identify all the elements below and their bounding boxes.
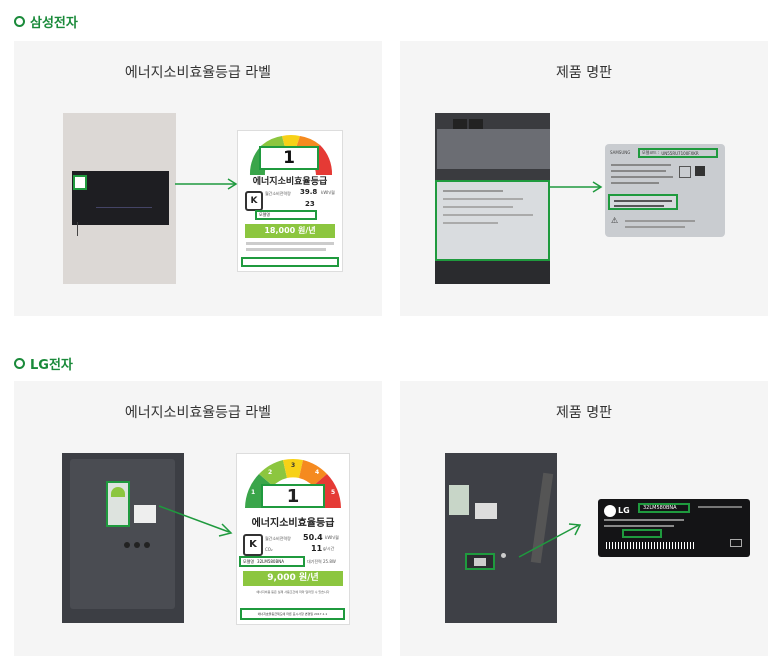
tv-body — [72, 171, 169, 225]
model-code-label: 모델코드 : — [642, 150, 660, 155]
energy-label-card: 1 에너지소비효율등급 K 월간소비전력량 39.8 kWh/월 23 모델명 … — [237, 130, 343, 272]
arrow-icon — [518, 523, 582, 558]
section-title-lg: LG전자 — [14, 354, 73, 373]
arrow-icon — [158, 505, 233, 537]
model-name-label: 모델명 — [243, 559, 255, 564]
annual-cost-bar: 9,000 원/년 — [243, 571, 343, 586]
grade-number-5: 5 — [331, 489, 336, 496]
kc-mark-icon: K — [245, 191, 263, 211]
row1-label: 월간소비전력량 — [265, 536, 291, 541]
panel-title: 에너지소비효율등급 라벨 — [124, 65, 272, 81]
lg-logo-icon — [604, 505, 616, 517]
model-code-value: UN55RU7100FXKR — [661, 150, 699, 156]
panel-lg-product-plate: 제품 명판 LG 32LM580BNA — [400, 381, 768, 656]
label-heading: 에너지소비효율등급 — [252, 177, 328, 187]
section-title-text: 삼성전자 — [30, 16, 78, 31]
product-plate-card: LG 32LM580BNA — [598, 499, 750, 557]
row1-value: 39.8 — [300, 188, 318, 196]
qr-code-icon — [695, 166, 705, 176]
model-code-box: 32LM580BNA — [638, 503, 690, 513]
grade-number-2: 2 — [268, 469, 273, 476]
certification-icon — [679, 166, 691, 178]
energy-label-card: 1 2 3 4 5 1 에너지소비효율등급 K 월간소비전력량 50.4 kWh… — [236, 453, 350, 625]
row2-value: 11 — [311, 544, 323, 553]
grade-number-3: 3 — [291, 462, 296, 469]
highlight-label-location — [73, 175, 87, 190]
row2-unit: g/시간 — [323, 546, 335, 551]
plate-highlight — [435, 180, 550, 261]
circle-bullet-icon — [14, 16, 25, 27]
panel-title: 제품 명판 — [556, 65, 612, 81]
serial-number-box — [622, 529, 662, 538]
row1-label: 월간소비전력량 — [265, 191, 291, 196]
model-code-box: 모델코드 : UN55RU7100FXKR — [638, 148, 718, 158]
warning-icon: ⚠ — [611, 216, 619, 225]
label-footer-highlight — [241, 257, 339, 267]
plate-brand: LG — [618, 506, 630, 515]
model-name-box: 모델명 32LM580BNA — [239, 556, 305, 567]
grade-number-box: 1 — [259, 146, 319, 170]
barcode — [606, 542, 696, 549]
plate-highlight — [465, 553, 495, 570]
label-heading: 에너지소비효율등급 — [251, 518, 335, 529]
grade-number-box: 1 — [261, 484, 325, 508]
row1-value: 50.4 — [303, 533, 323, 542]
product-plate-card: SAMSUNG 모델코드 : UN55RU7100FXKR ⚠ — [605, 144, 725, 237]
row1-unit: kWh/월 — [321, 190, 335, 195]
arrow-icon — [550, 181, 603, 193]
arrow-icon — [175, 178, 238, 190]
panel-samsung-product-plate: 제품 명판 SAMSUNG 모델코드 : UN55RU7100FXKR — [400, 41, 768, 316]
highlight-label-location — [106, 481, 130, 527]
row2-value: 23 — [305, 200, 315, 208]
row2-label: CO₂ — [265, 547, 273, 552]
annual-cost-bar: 18,000 원/년 — [245, 224, 335, 238]
model-name-box: 모델명 — [255, 210, 317, 220]
tv-plate-photo — [435, 113, 550, 284]
label-footer-highlight: 에너지효율등급제도에 따른 표시사항 변경일 2017.1.1 — [240, 608, 345, 620]
panel-samsung-energy-label: 에너지소비효율등급 라벨 1 에너지소비효율등급 K 월간소비전력량 39.8 … — [14, 41, 382, 316]
grade-arc — [245, 458, 341, 508]
circle-bullet-icon — [14, 358, 25, 369]
kc-mark-icon: K — [243, 534, 263, 556]
tv-photo-back — [63, 113, 176, 284]
panel-title: 에너지소비효율등급 라벨 — [124, 405, 272, 421]
grade-number-4: 4 — [315, 469, 320, 476]
model-name-value: 32LM580BNA — [257, 559, 284, 564]
tv-photo-back — [62, 453, 184, 623]
section-title-samsung: 삼성전자 — [14, 12, 78, 31]
serial-number-box — [608, 194, 678, 210]
plate-brand: SAMSUNG — [610, 150, 631, 155]
row1-unit: kWh/월 — [325, 535, 339, 540]
panel-lg-energy-label: 에너지소비효율등급 라벨 1 2 3 4 5 1 에너지소비효율등급 K 월간소… — [14, 381, 382, 656]
section-title-text: LG전자 — [30, 358, 73, 373]
standby-power: 대기전력 25.8W — [307, 559, 336, 564]
tv-plate-photo — [445, 453, 557, 623]
label-note: 에너지비용 등은 실제 사용조건에 따라 달라질 수 있습니다 — [256, 590, 330, 594]
grade-number-1: 1 — [251, 489, 256, 496]
panel-title: 제품 명판 — [556, 405, 612, 421]
